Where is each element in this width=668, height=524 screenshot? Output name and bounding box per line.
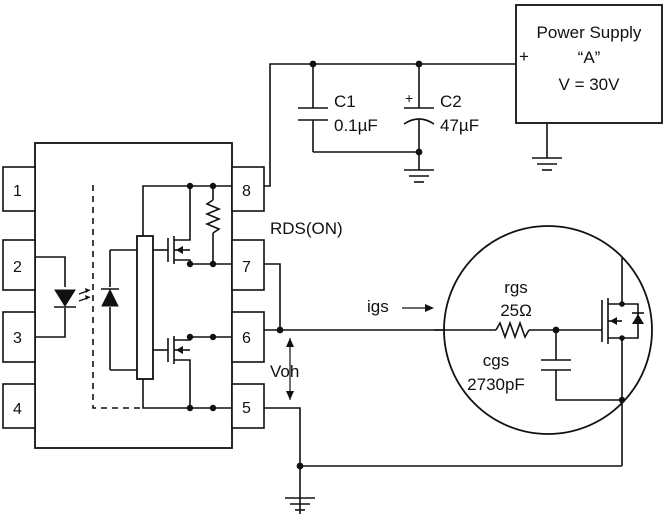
c2-value: 47µF: [440, 116, 479, 135]
pin-4-label: 4: [13, 401, 22, 418]
pin-2-label: 2: [13, 259, 22, 276]
driver-block: [136, 235, 154, 380]
pin-6-label: 6: [242, 330, 251, 347]
capacitor-c1: C1 0.1µF: [298, 92, 378, 135]
pin-7-box: [231, 239, 265, 291]
junction-dot: [309, 60, 317, 68]
rds-on-label: RDS(ON): [270, 219, 343, 238]
junction-dot: [209, 260, 217, 268]
power-mosfet-gate-model: rgs 25Ω cgs 2730pF: [434, 225, 653, 466]
junction-dot: [618, 396, 626, 404]
junction-dot: [619, 335, 625, 341]
power-supply-title: Power Supply: [537, 23, 642, 42]
capacitor-c2: + C2 47µF: [403, 90, 479, 135]
rgs-label: rgs: [504, 278, 528, 297]
junction-dot: [415, 60, 423, 68]
pin-3-label: 3: [13, 330, 22, 347]
ground-symbol: [285, 497, 315, 511]
c2-polarity: +: [405, 90, 413, 106]
supply-wiring: [264, 60, 516, 187]
junction-dot: [186, 333, 194, 341]
pin-1-box: [2, 166, 36, 212]
isolation-barrier: [92, 185, 140, 409]
junction-dot: [186, 182, 194, 190]
pin-8-label: 8: [242, 183, 251, 200]
c2-label: C2: [440, 92, 462, 111]
output-wiring: RDS(ON) Voh igs: [264, 219, 622, 514]
power-supply-name: “A”: [578, 48, 601, 67]
ground-symbol: [404, 169, 434, 183]
power-supply-voltage: V = 30V: [559, 75, 621, 94]
c1-label: C1: [334, 92, 356, 111]
power-supply-a: Power Supply “A” V = 30V +: [515, 4, 663, 158]
pin-2-box: [2, 239, 36, 291]
junction-dot: [415, 148, 423, 156]
junction-dot: [209, 182, 217, 190]
junction-dot: [209, 404, 217, 412]
ground-symbol: [532, 157, 562, 171]
pin-1-label: 1: [13, 183, 22, 200]
cgs-value: 2730pF: [467, 375, 525, 394]
photodiode: [101, 249, 137, 371]
ic-package: 1 2 3 4 5 6 7 8: [2, 142, 265, 449]
c1-value: 0.1µF: [334, 116, 378, 135]
power-supply-plus: +: [519, 47, 529, 66]
rgs-value: 25Ω: [500, 301, 532, 320]
power-mosfet-symbol: [601, 258, 644, 466]
junction-dot: [209, 333, 217, 341]
lower-mosfet: [153, 336, 191, 408]
voh-label: Voh: [270, 362, 299, 381]
junction-dot: [619, 301, 625, 307]
pin-5-label: 5: [242, 400, 251, 417]
pin-5-box: [231, 383, 265, 429]
junction-dot: [186, 404, 194, 412]
cgs-label: cgs: [483, 351, 509, 370]
pin-8-box: [231, 166, 265, 212]
junction-dot: [186, 260, 194, 268]
junction-dot: [276, 326, 284, 334]
junction-dot: [296, 462, 304, 470]
pin-7-label: 7: [242, 259, 251, 276]
power-supply-box: [515, 4, 663, 124]
input-led: [35, 256, 91, 338]
pin-4-box: [2, 383, 36, 429]
igs-label: igs: [367, 297, 389, 316]
